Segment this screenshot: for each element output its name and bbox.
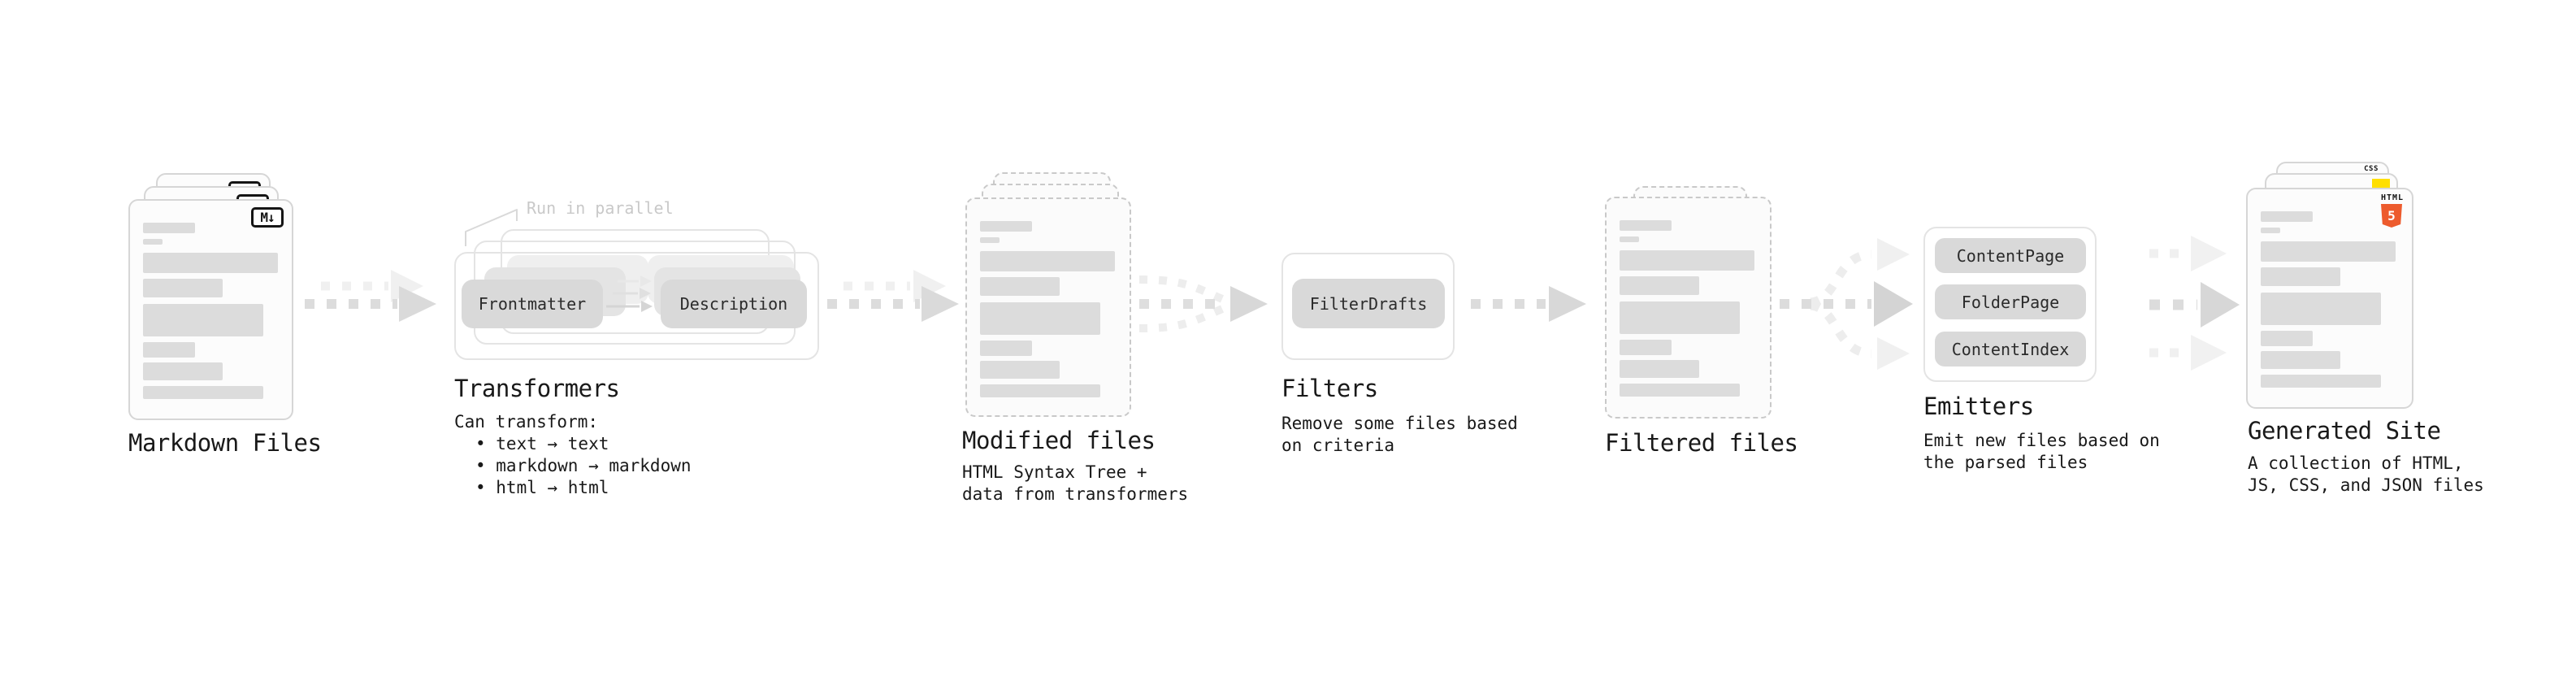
stage-desc-emitters: Emit new files based on the parsed files xyxy=(1923,431,2160,472)
stage-label-transformers: Transformers xyxy=(454,375,620,402)
doc-content-bar xyxy=(980,302,1100,335)
arrow-markdown-to-transformers xyxy=(305,270,436,322)
doc-content-bar xyxy=(980,361,1060,379)
stage-desc-filters: Remove some files based on criteria xyxy=(1281,414,1518,455)
transformer-frontmatter-chip: Frontmatter xyxy=(462,280,603,328)
transformer-description-chip: Description xyxy=(661,280,807,328)
doc-content-placeholder xyxy=(1607,198,1770,397)
arrow-filtered-to-emitters-diverge xyxy=(1780,238,1913,370)
stage-label-markdown-files: Markdown Files xyxy=(128,429,322,457)
doc-content-bar xyxy=(980,251,1115,271)
doc-content-bar xyxy=(2261,241,2396,262)
doc-content-placeholder xyxy=(2248,189,2412,388)
doc-content-bar xyxy=(1620,276,1699,295)
html5-icon: HTML 5 xyxy=(2381,194,2403,228)
doc-content-bar xyxy=(980,221,1032,232)
doc-content-bar xyxy=(143,386,263,399)
doc-content-bar xyxy=(980,237,1000,243)
doc-content-bar xyxy=(143,239,163,245)
doc-content-bar xyxy=(2261,228,2280,233)
doc-content-bar xyxy=(143,223,195,233)
stage-label-filtered-files: Filtered files xyxy=(1605,429,1798,457)
stage-label-emitters: Emitters xyxy=(1923,393,2034,420)
doc-content-bar xyxy=(1620,340,1672,355)
filters-container xyxy=(1281,253,1455,360)
stage-desc-modified-files: HTML Syntax Tree + data from transformer… xyxy=(962,462,1189,504)
doc-content-bar xyxy=(143,304,263,336)
html5-shield: 5 xyxy=(2381,204,2402,228)
stage-label-modified-files: Modified files xyxy=(962,427,1156,454)
emitter-folder-page-chip: FolderPage xyxy=(1935,284,2086,319)
doc-content-bar xyxy=(980,277,1060,296)
doc-content-bar xyxy=(2261,211,2313,222)
doc-content-bar xyxy=(143,362,223,380)
arrow-transformers-to-modified xyxy=(827,270,959,322)
doc-content-bar xyxy=(143,253,278,273)
doc-content-bar xyxy=(2261,267,2340,286)
js-icon xyxy=(2372,179,2390,189)
emitters-container xyxy=(1923,227,2097,382)
doc-content-bar xyxy=(1620,250,1754,271)
doc-content-bar xyxy=(1620,236,1639,242)
doc-content-bar xyxy=(143,279,223,297)
doc-content-bar xyxy=(2261,375,2381,388)
filtered-file-card-front xyxy=(1605,197,1772,419)
arrow-filters-to-filtered xyxy=(1471,286,1586,322)
stage-label-filters: Filters xyxy=(1281,375,1378,402)
emitter-content-index-chip: ContentIndex xyxy=(1935,332,2086,367)
doc-content-bar xyxy=(1620,360,1699,378)
stage-label-generated-site: Generated Site xyxy=(2248,417,2441,445)
stage-desc-generated-site: A collection of HTML, JS, CSS, and JSON … xyxy=(2248,453,2484,495)
emitter-content-page-chip: ContentPage xyxy=(1935,238,2086,273)
doc-content-bar xyxy=(2261,293,2381,325)
doc-content-placeholder xyxy=(130,201,292,399)
doc-content-placeholder xyxy=(967,199,1130,397)
markdown-file-card-front: M↓ xyxy=(128,199,293,420)
arrow-modified-to-filters-converge xyxy=(1138,275,1268,332)
doc-content-bar xyxy=(980,340,1032,356)
stage-desc-transformers: Can transform: • text → text • markdown … xyxy=(454,412,692,497)
generated-file-card-front: HTML 5 xyxy=(2246,188,2413,409)
filter-drafts-chip: FilterDrafts xyxy=(1292,279,1445,328)
markdown-icon: M↓ xyxy=(251,207,284,228)
doc-content-bar xyxy=(2261,351,2340,369)
arrow-emitters-to-site xyxy=(2149,236,2240,371)
modified-file-card-front xyxy=(965,197,1131,417)
doc-content-bar xyxy=(1620,384,1740,397)
doc-content-bar xyxy=(1620,220,1672,231)
doc-content-bar xyxy=(143,342,195,358)
doc-content-bar xyxy=(1620,301,1740,334)
doc-content-bar xyxy=(980,384,1100,397)
run-in-parallel-annotation: Run in parallel xyxy=(527,198,674,218)
doc-content-bar xyxy=(2261,331,2313,346)
transformers-container-front xyxy=(454,252,819,360)
